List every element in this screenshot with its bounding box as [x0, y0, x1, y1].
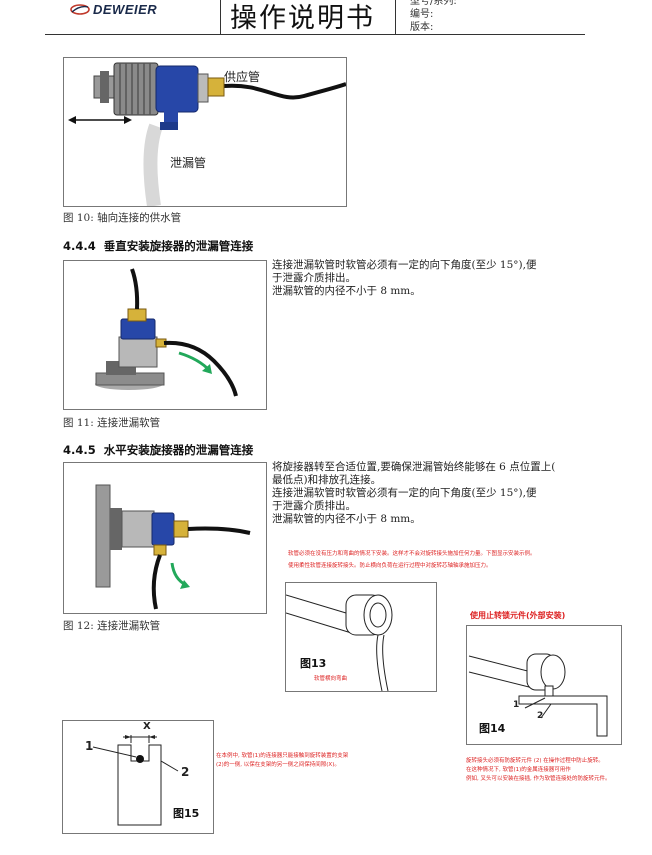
section-number: 4.4.5 [63, 443, 96, 457]
document-title: 操作说明书 [230, 3, 375, 34]
figure-10: 供应管 泄漏管 [63, 57, 347, 208]
supply-pipe-label: 供应管 [224, 70, 261, 84]
figure-12 [63, 462, 267, 614]
header-divider [220, 0, 221, 34]
meta-number: 编号: [410, 9, 434, 20]
section-4-4-5-heading: 4.4.5 水平安装旋接器的泄漏管连接 [63, 442, 253, 458]
text-line: 于泄露介质排出。 [272, 500, 356, 512]
meta-model: 型号/系列: [410, 0, 457, 7]
figure-10-caption: 图 10: 轴向连接的供水管 [63, 212, 182, 224]
logo-text: DEWEIER [93, 2, 158, 17]
figure-12-caption: 图 12: 连接泄漏软管 [63, 620, 161, 632]
logo-swoosh-icon [70, 4, 90, 15]
figure-11-caption: 图 11: 连接泄漏软管 [63, 417, 161, 429]
note-line: 例如, 叉头可以安装在接插, 作为软管连接处的防旋转元件。 [466, 776, 611, 782]
axial-rotary-union-illustration [68, 62, 347, 208]
text-line: 最低点)和排放孔连接。 [272, 474, 382, 486]
callout-1: 1 [85, 739, 94, 753]
figure-14-note: 旋转接头必须有防旋转元件 (2) 在操作过程中防止旋转。 在这种情况下, 软管(… [466, 757, 646, 784]
figure-14-label: 图14 [479, 722, 506, 735]
text-line: 泄漏软管的内径不小于 8 mm。 [272, 513, 421, 525]
text-line: 连接泄漏软管时软管必须有一定的向下角度(至少 15°),便 [272, 259, 537, 271]
figure-13-label: 图13 [300, 657, 327, 670]
figure-14: 1 2 图14 [466, 625, 622, 745]
callout-2: 2 [537, 711, 544, 721]
figure-11 [63, 260, 267, 410]
anti-rotation-element-illustration [468, 653, 608, 737]
section-title: 垂直安装旋接器的泄漏管连接 [103, 239, 254, 253]
installation-note-2: 使用柔性软管连接旋转接头。防止横向负荷在运行过程中对旋转芯轴轴承施加压力。 [288, 563, 492, 569]
figure-13-sublabel: 软管横向弯曲 [314, 676, 348, 682]
section-4-4-4-heading: 4.4.4 垂直安装旋接器的泄漏管连接 [63, 238, 253, 254]
note-line: 在本例中, 软管(1)的连接器只能接触到旋转装置的支架 [216, 753, 349, 759]
document-meta: 型号/系列: 编号: 版本: [410, 0, 457, 34]
figure-15: X 1 2 图15 [62, 720, 214, 834]
note-line: (2)的一侧, 以保在支架的另一侧之间保持间隙(X)。 [216, 762, 340, 768]
section-4-4-4-text: 连接泄漏软管时软管必须有一定的向下角度(至少 15°),便 于泄露介质排出。 泄… [272, 259, 536, 298]
callout-2: 2 [181, 765, 190, 779]
vertical-rotary-union-illustration [95, 268, 238, 397]
leak-pipe-label: 泄漏管 [170, 156, 207, 170]
figure-14-title: 使用止转锁元件(外部安装) [470, 611, 566, 620]
section-number: 4.4.4 [63, 239, 96, 253]
section-title: 水平安装旋接器的泄漏管连接 [103, 443, 254, 457]
figure-13: 图13 软管横向弯曲 [285, 582, 437, 692]
text-line: 将旋接器转至合适位置,要确保泄漏管始终能够在 6 点位置上( [272, 461, 556, 473]
text-line: 连接泄漏软管时软管必须有一定的向下角度(至少 15°),便 [272, 487, 537, 499]
horizontal-rotary-union-illustration [95, 484, 251, 610]
meta-version: 版本: [410, 22, 434, 33]
callout-1: 1 [513, 700, 520, 710]
header-rule [45, 34, 585, 35]
note-line: 在这种情况下, 软管(1)的金属连接器可用作 [466, 767, 571, 773]
section-4-4-5-text: 将旋接器转至合适位置,要确保泄漏管始终能够在 6 点位置上( 最低点)和排放孔连… [272, 461, 555, 526]
figure-15-label: 图15 [173, 807, 200, 820]
header-divider [395, 0, 396, 34]
figure-15-note: 在本例中, 软管(1)的连接器只能接触到旋转装置的支架 (2)的一侧, 以保在支… [216, 752, 416, 770]
installation-note-1: 软管必须在没有压力和弯曲的情况下安装。这样才不会对旋转接头施加任何力量。下图显示… [288, 551, 536, 557]
callout-x: X [143, 721, 151, 732]
text-line: 于泄露介质排出。 [272, 272, 356, 284]
hose-lateral-bend-illustration [285, 594, 393, 692]
company-logo: DEWEIER [70, 2, 180, 22]
clearance-gap-illustration [92, 735, 179, 826]
note-line: 旋转接头必须有防旋转元件 (2) 在操作过程中防止旋转。 [466, 758, 604, 764]
text-line: 泄漏软管的内径不小于 8 mm。 [272, 285, 421, 297]
